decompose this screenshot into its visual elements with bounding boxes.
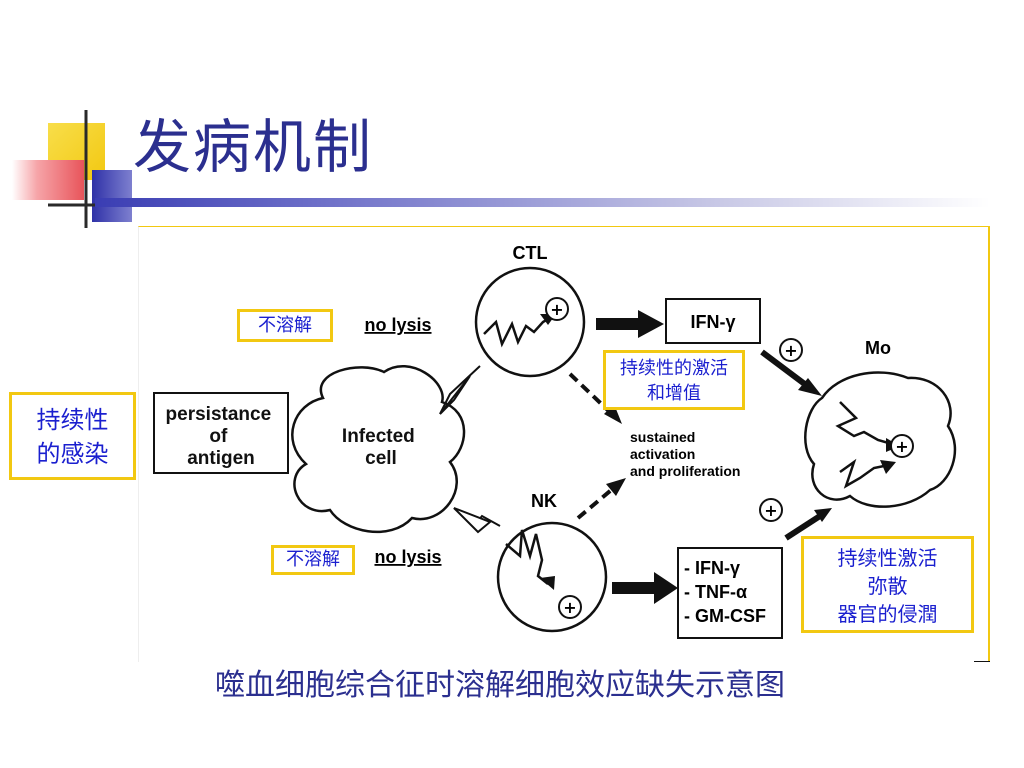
annotation-insoluble-bottom: 不溶解: [271, 545, 355, 575]
svg-text:sustained activation: sustained activation and proliferation: [630, 429, 740, 479]
plus-icon: [759, 498, 783, 522]
plus-icon: [545, 297, 569, 321]
deco-red-square: [12, 160, 84, 200]
mo-label: Mo: [865, 338, 891, 358]
ctl-cell: CTL +: [474, 243, 586, 378]
plus-icon: [890, 434, 914, 458]
svg-text:no lysis: no lysis: [374, 547, 441, 567]
ctl-label: CTL: [513, 243, 548, 263]
ifn-box: IFN-γ: [596, 298, 761, 344]
no-lysis-labels: no lysis no lysis: [364, 315, 441, 567]
nk-label: NK: [531, 491, 557, 511]
title-decoration: [12, 110, 140, 228]
deco-blue-square: [92, 170, 132, 222]
plus-icon: [779, 338, 803, 362]
svg-text:persistance of ant: persistance of antigen: [166, 404, 277, 469]
svg-text:no lysis: no lysis: [364, 315, 431, 335]
annotation-insoluble-top: 不溶解: [237, 309, 333, 342]
figure-caption: 噬血细胞综合征时溶解细胞效应缺失示意图: [215, 668, 785, 703]
persistance-box: persistance of antigen: [153, 392, 289, 474]
infected-cell: Infected cell: [291, 365, 466, 534]
cytokine-box: - IFN-γ - TNF-α - GM-CSF: [612, 547, 783, 639]
svg-text:+: +: [784, 341, 797, 360]
infected-cell-label: Infected cell: [342, 426, 420, 469]
slide-title: 发病机制: [133, 113, 374, 181]
sustained-activation: sustained activation and proliferation: [568, 372, 740, 520]
plus-icon: [558, 595, 582, 619]
contact-arrows: [439, 365, 501, 534]
annotation-persistent-infection: 持续性 的感染: [9, 392, 136, 480]
annotation-mo-activation: 持续性激活 弥散 器官的侵潤: [801, 536, 974, 633]
nk-cell: NK +: [496, 491, 608, 633]
svg-text:+: +: [550, 300, 563, 319]
svg-text:- IFN-γ - TNF-α -: - IFN-γ - TNF-α - GM-CSF: [684, 558, 766, 626]
svg-text:+: +: [764, 501, 777, 520]
mo-arrows: + +: [759, 338, 832, 541]
annotation-sustained-activation: 持续性的激活 和增值: [603, 350, 745, 410]
mo-cell: Mo +: [804, 338, 957, 508]
svg-text:+: +: [563, 598, 576, 617]
svg-text:IFN-γ: IFN-γ: [691, 312, 736, 332]
svg-text:+: +: [895, 437, 908, 456]
title-underline: [95, 198, 990, 207]
